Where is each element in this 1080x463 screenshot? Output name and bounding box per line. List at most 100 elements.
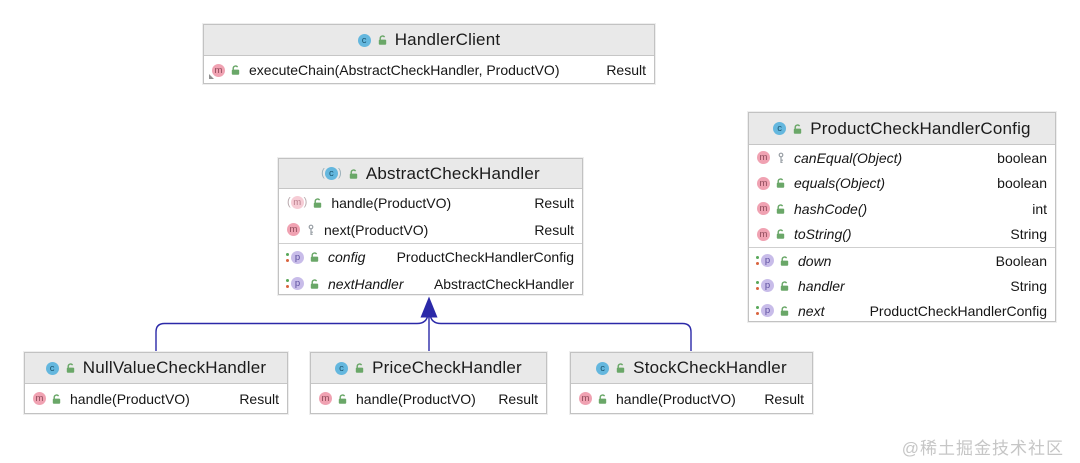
property-type: String (1010, 277, 1047, 294)
open-lock-icon (230, 64, 242, 76)
property-icon: p (756, 304, 774, 317)
class-box-abstractcheckhandler[interactable]: (c) AbstractCheckHandler (m) handle(Prod… (278, 158, 583, 295)
property-type: ProductCheckHandlerConfig (869, 302, 1047, 319)
class-header: c StockCheckHandler (571, 353, 812, 384)
class-box-handlerclient[interactable]: c HandlerClient m executeChain(AbstractC… (203, 24, 655, 84)
open-lock-icon (792, 123, 804, 135)
property-icon: p (286, 250, 304, 264)
method-icon: m (287, 223, 300, 236)
method-name: toString() (794, 226, 852, 243)
open-lock-icon (779, 280, 791, 292)
method-return-type: Result (606, 62, 646, 78)
abstract-method-icon: (m) (287, 196, 308, 209)
property-icon: p (286, 277, 304, 291)
property-row: p nextHandler AbstractCheckHandler (279, 271, 582, 298)
open-lock-icon (779, 255, 791, 267)
class-header: c HandlerClient (204, 25, 654, 56)
method-icon: m (757, 176, 770, 190)
property-type: Boolean (995, 252, 1047, 269)
class-header: c NullValueCheckHandler (25, 353, 287, 384)
method-name: handle(ProductVO) (70, 390, 190, 407)
method-name: handle(ProductVO) (356, 390, 476, 407)
method-return-type: Result (764, 390, 804, 407)
key-icon (775, 152, 787, 164)
property-name: nextHandler (328, 275, 404, 292)
static-method-icon: m (209, 63, 225, 79)
class-title: HandlerClient (394, 30, 501, 49)
class-box-stockcheckhandler[interactable]: c StockCheckHandler m handle(ProductVO) … (570, 352, 813, 414)
method-return-type: boolean (997, 149, 1047, 166)
class-icon: c (773, 122, 787, 135)
method-icon: m (757, 202, 770, 216)
method-return-type: Result (534, 221, 574, 238)
property-name: handler (798, 277, 845, 294)
class-title: PriceCheckHandler (372, 358, 522, 377)
method-icon: m (319, 392, 332, 405)
property-row: p handler String (749, 273, 1055, 298)
open-lock-icon (775, 228, 787, 240)
method-return-type: Result (498, 390, 538, 407)
open-lock-icon (348, 168, 360, 180)
property-icon: p (756, 279, 774, 292)
method-icon: m (33, 392, 46, 405)
open-lock-icon (775, 177, 787, 189)
inheritance-line-nullvalue (155, 313, 429, 352)
method-row: m handle(ProductVO) Result (25, 384, 287, 413)
method-row: m next(ProductVO) Result (279, 216, 582, 243)
inheritance-arrowhead (420, 296, 438, 318)
open-lock-icon (775, 203, 787, 215)
method-return-type: String (1010, 226, 1047, 243)
class-box-productcheckhandlerconfig[interactable]: c ProductCheckHandlerConfig m canEqual(O… (748, 112, 1056, 322)
class-box-nullvaluecheckhandler[interactable]: c NullValueCheckHandler m handle(Product… (24, 352, 288, 414)
method-row: m hashCode() int (749, 196, 1055, 222)
method-icon: m (757, 151, 770, 165)
method-row: m equals(Object) boolean (749, 171, 1055, 197)
class-box-pricecheckhandler[interactable]: c PriceCheckHandler m handle(ProductVO) … (310, 352, 547, 414)
method-return-type: boolean (997, 175, 1047, 192)
open-lock-icon (779, 305, 791, 317)
class-icon: c (335, 361, 349, 375)
open-lock-icon (377, 34, 389, 46)
class-header: c ProductCheckHandlerConfig (749, 113, 1055, 145)
class-icon: c (357, 33, 371, 47)
method-row: m canEqual(Object) boolean (749, 145, 1055, 171)
abstract-class-icon: (c) (321, 167, 342, 180)
method-row: m handle(ProductVO) Result (571, 384, 812, 413)
open-lock-icon (354, 362, 366, 374)
property-icon: p (756, 254, 774, 267)
property-row: p config ProductCheckHandlerConfig (279, 244, 582, 271)
method-icon: m (579, 392, 592, 405)
inheritance-line-stock (429, 313, 692, 352)
property-type: AbstractCheckHandler (433, 275, 574, 292)
open-lock-icon (309, 278, 321, 290)
method-name: executeChain(AbstractCheckHandler, Produ… (249, 62, 560, 78)
method-name: handle(ProductVO) (331, 194, 452, 211)
open-lock-icon (312, 197, 324, 209)
method-row: (m) handle(ProductVO) Result (279, 189, 582, 216)
method-name: hashCode() (794, 200, 868, 217)
watermark: @稀土掘金技术社区 (901, 439, 1064, 458)
key-icon (305, 224, 317, 236)
open-lock-icon (65, 362, 77, 374)
method-row: m executeChain(AbstractCheckHandler, Pro… (204, 56, 654, 84)
method-return-type: int (1032, 200, 1047, 217)
method-row: m handle(ProductVO) Result (311, 384, 546, 413)
property-row: p next ProductCheckHandlerConfig (749, 298, 1055, 323)
open-lock-icon (615, 362, 627, 374)
open-lock-icon (337, 393, 349, 405)
class-title: StockCheckHandler (633, 358, 787, 377)
static-overlay-icon (209, 73, 214, 79)
method-return-type: Result (239, 390, 279, 407)
method-name: next(ProductVO) (324, 221, 429, 238)
property-type: ProductCheckHandlerConfig (396, 249, 574, 266)
class-header: c PriceCheckHandler (311, 353, 546, 384)
open-lock-icon (597, 393, 609, 405)
class-title: ProductCheckHandlerConfig (810, 118, 1031, 138)
class-title: NullValueCheckHandler (82, 358, 267, 377)
method-name: canEqual(Object) (794, 149, 903, 166)
class-title: AbstractCheckHandler (365, 163, 540, 183)
method-name: handle(ProductVO) (616, 390, 736, 407)
class-header: (c) AbstractCheckHandler (279, 159, 582, 189)
method-name: equals(Object) (794, 175, 886, 192)
